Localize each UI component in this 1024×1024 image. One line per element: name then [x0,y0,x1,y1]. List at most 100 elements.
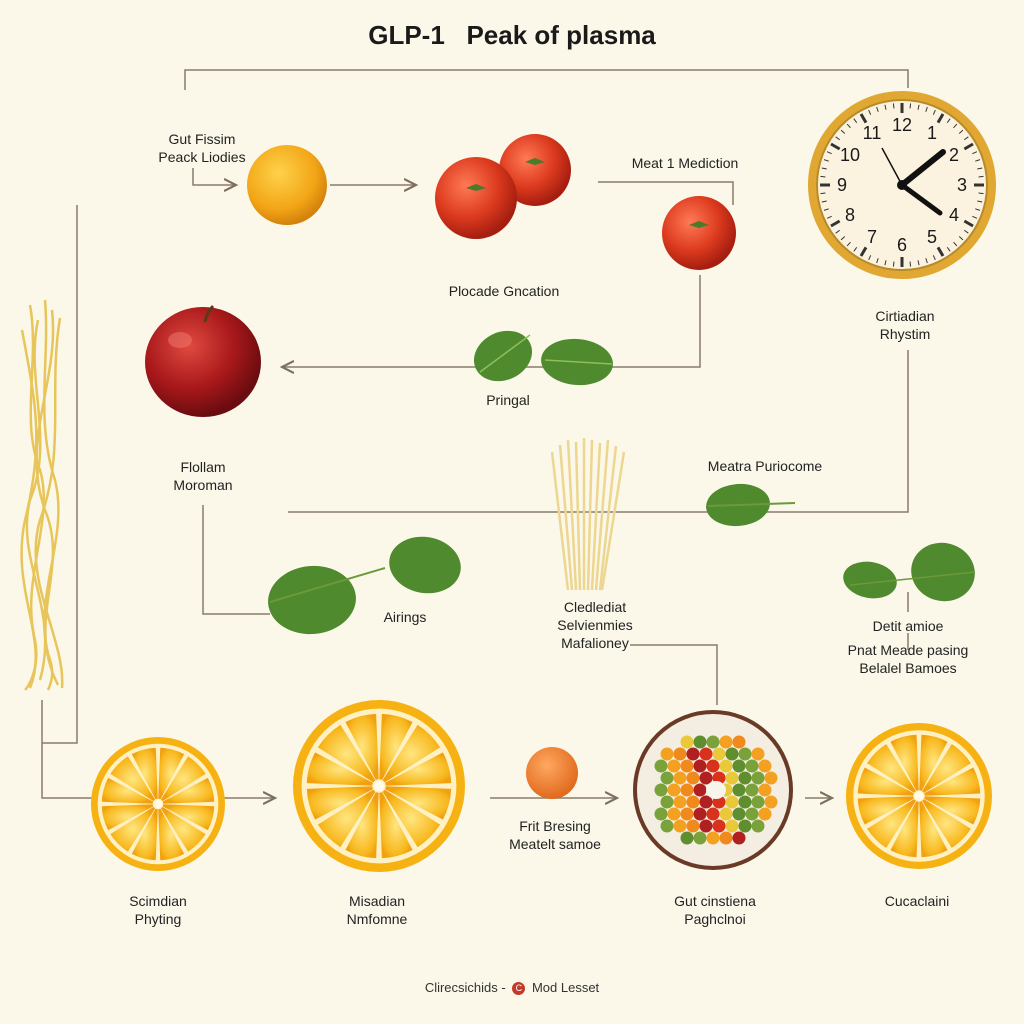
clock-tick [853,118,858,123]
clock-tick [830,219,841,228]
bean [738,795,752,809]
bean [699,771,713,785]
label-plocade: Plocade Gncation [448,283,560,299]
connector-left-vertical [42,205,78,744]
clock-tick [826,151,832,155]
bean [751,795,765,809]
label-meat-medication: Meat 1 Mediction [631,155,739,171]
bean [706,735,720,749]
bean [680,783,694,797]
connector-tomato-to-apple [282,275,701,367]
orange-fruit [247,145,327,225]
bean [712,747,726,761]
clock-tick [964,136,969,141]
clock-tick [977,200,983,203]
label-pringal: Pringal [486,392,530,408]
clock-tick [958,236,964,241]
clock-tick [868,109,872,115]
clock-tick [820,175,826,178]
citrus-slice-3 [846,723,992,869]
clock-tick [823,208,829,211]
bean [725,771,739,785]
connector-apple-to-leaves [202,505,270,615]
clock-number: 8 [845,205,855,225]
footer-right-text: Mod Lesset [531,980,600,995]
clock-tick [876,258,879,264]
clock-tick [925,258,928,264]
bean [764,771,778,785]
bean [732,783,746,797]
clock-tick [835,229,840,234]
clock-tick [846,241,851,247]
clock-tick [821,167,827,170]
clock-tick [964,229,969,234]
clock-tick [925,106,928,112]
bean [654,759,668,773]
bean [732,807,746,821]
clock-tick [820,192,826,195]
bean [751,819,765,833]
clock-number: 7 [867,227,877,247]
clock-number: 5 [927,227,937,247]
label-cucaclaini: Cucaclaini [884,893,950,909]
connector-cled-to-bowl [630,644,718,705]
connector-lines [41,69,909,798]
footer-left-text: Clirecsichids - [424,980,506,995]
clock-number: 3 [957,175,967,195]
clock-tick [936,113,945,124]
clock-tick [859,246,868,257]
bean [686,771,700,785]
leaves-center [473,330,613,386]
clock-tick [975,208,981,211]
clock-tick [932,255,936,261]
clock-tick [963,142,974,151]
bean [738,771,752,785]
label-airings: Airings [383,609,427,625]
bean [654,783,668,797]
clock-tick [953,241,958,247]
clock-number: 10 [840,145,860,165]
bean [719,831,733,845]
clock-number: 6 [897,235,907,255]
footer-credit: Clirecsichids - C Mod Lesset [0,980,1024,996]
bean [667,759,681,773]
connector-gut-to-orange [192,168,236,185]
label-meatra: Meatra Puriocome [707,458,823,474]
bean [712,819,726,833]
clock-tick [977,167,983,170]
bean [693,831,707,845]
bean [745,759,759,773]
bean [660,819,674,833]
bean [719,735,733,749]
clock-tick [946,247,951,252]
bean [699,819,713,833]
bean [693,807,707,821]
noodle-sticks-center [550,438,626,591]
bean [660,771,674,785]
bean [725,747,739,761]
bean [758,759,772,773]
bean [667,807,681,821]
bean-bowl [633,710,793,870]
bean [732,831,746,845]
bean [758,807,772,821]
bean [673,747,687,761]
leaves-right [843,542,976,602]
bean [706,759,720,773]
clock-tick [909,261,912,267]
clock-tick [830,142,841,151]
citrus-slice-2 [293,700,465,872]
bean [693,735,707,749]
clock-tick [884,260,887,266]
bean [660,747,674,761]
clock-tick [972,151,978,155]
clock-tick [958,129,964,134]
clock-tick [963,219,974,228]
